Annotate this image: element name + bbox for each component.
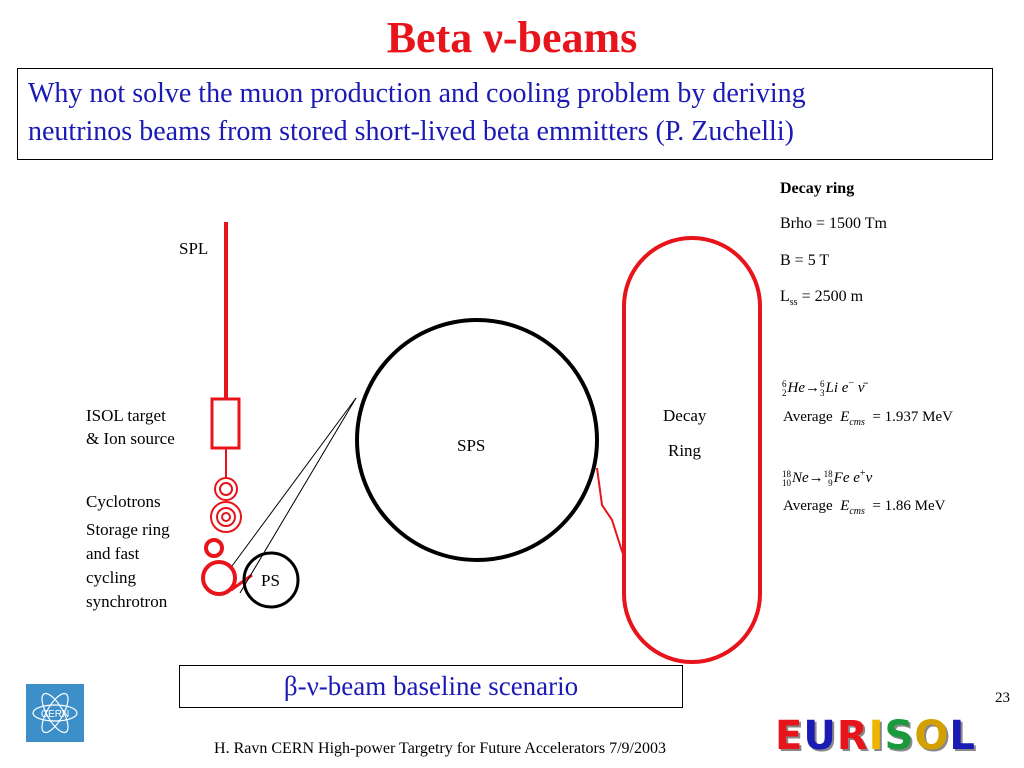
he-average-energy: Average Ecms = 1.937 MeV [783, 409, 953, 428]
lss-value: Lss = 2500 m [780, 288, 864, 309]
ps-label: PS [261, 571, 280, 590]
page-number: 23 [995, 690, 1010, 706]
baseline-scenario-box: β-ν-beam baseline scenario [179, 665, 683, 708]
sps-label: SPS [457, 436, 486, 455]
rapid-cycling-synchrotron [201, 560, 237, 596]
storage-label-line-2: and fast [86, 544, 140, 563]
ps-to-sps-line-upper [231, 397, 357, 567]
sps-to-decay-line [596, 467, 626, 561]
ne-average-energy: Average Ecms = 1.86 MeV [783, 498, 946, 517]
spl-label: SPL [179, 239, 209, 258]
storage-label-line-3: cycling [86, 568, 137, 587]
ps-ring [242, 551, 300, 609]
storage-ring [204, 538, 224, 558]
cern-logo: CERN [26, 684, 84, 742]
cern-logo-text: CERN [41, 709, 69, 720]
footer-text: H. Ravn CERN High-power Targetry for Fut… [214, 740, 666, 757]
intro-box: Why not solve the muon production and co… [17, 68, 993, 160]
synchrotron-to-ps [230, 573, 253, 592]
slide-title: Beta ν-beams [386, 13, 638, 62]
decay-ring-label-line-1: Decay [663, 406, 707, 425]
decay-ring-heading: Decay ring [780, 180, 855, 197]
storage-label-line-4: synchrotron [86, 592, 168, 611]
ps-to-sps-line-lower [239, 397, 357, 594]
decay-ring [622, 236, 762, 664]
brho-value: Brho = 1500 Tm [780, 215, 887, 232]
intro-line-1: Why not solve the muon production and co… [28, 78, 806, 109]
cyclotron-1 [214, 477, 238, 501]
isol-target [210, 397, 241, 450]
isol-label-line-1: ISOL target [86, 406, 166, 425]
storage-label-line-1: Storage ring [86, 520, 170, 539]
b-field-value: B = 5 T [780, 252, 830, 269]
cyclotrons-label: Cyclotrons [86, 492, 161, 511]
eurisol-logo: EURISOL [775, 713, 976, 759]
isol-label-line-2: & Ion source [86, 429, 175, 448]
cyclotron-2 [210, 501, 242, 533]
decay-ring-label-line-2: Ring [668, 441, 702, 460]
cern-logo-icon: CERN [32, 692, 78, 734]
intro-line-2: neutrinos beams from stored short-lived … [28, 116, 794, 147]
sps-ring [355, 318, 599, 562]
